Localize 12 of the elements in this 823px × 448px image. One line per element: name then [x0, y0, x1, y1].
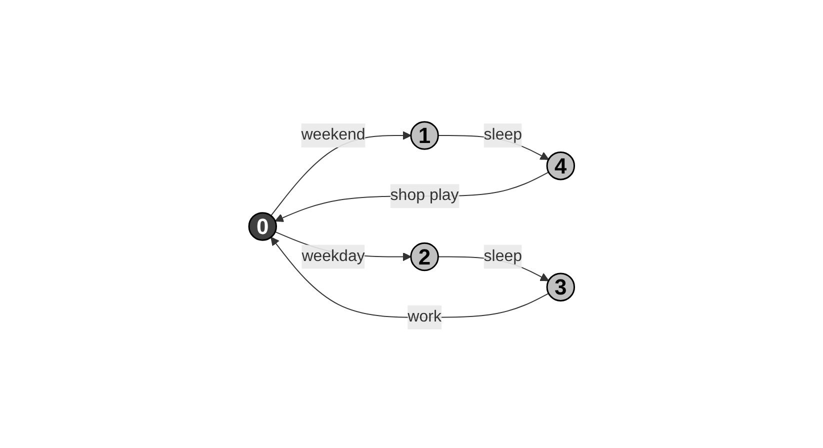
edge-label: weekday [302, 248, 365, 265]
node-circle: 3 [546, 272, 575, 302]
edge-label: weekend [301, 126, 366, 144]
node-circle: 1 [410, 120, 439, 150]
edge-label: work [408, 308, 442, 326]
node-circle: 2 [410, 242, 439, 271]
edge-label: sleep [484, 248, 522, 265]
edge-label: sleep [484, 126, 522, 144]
arrow [274, 171, 549, 222]
node-circle: 4 [546, 151, 575, 180]
edge-label: shop play [390, 186, 459, 204]
node-circle: 0 [248, 212, 277, 241]
